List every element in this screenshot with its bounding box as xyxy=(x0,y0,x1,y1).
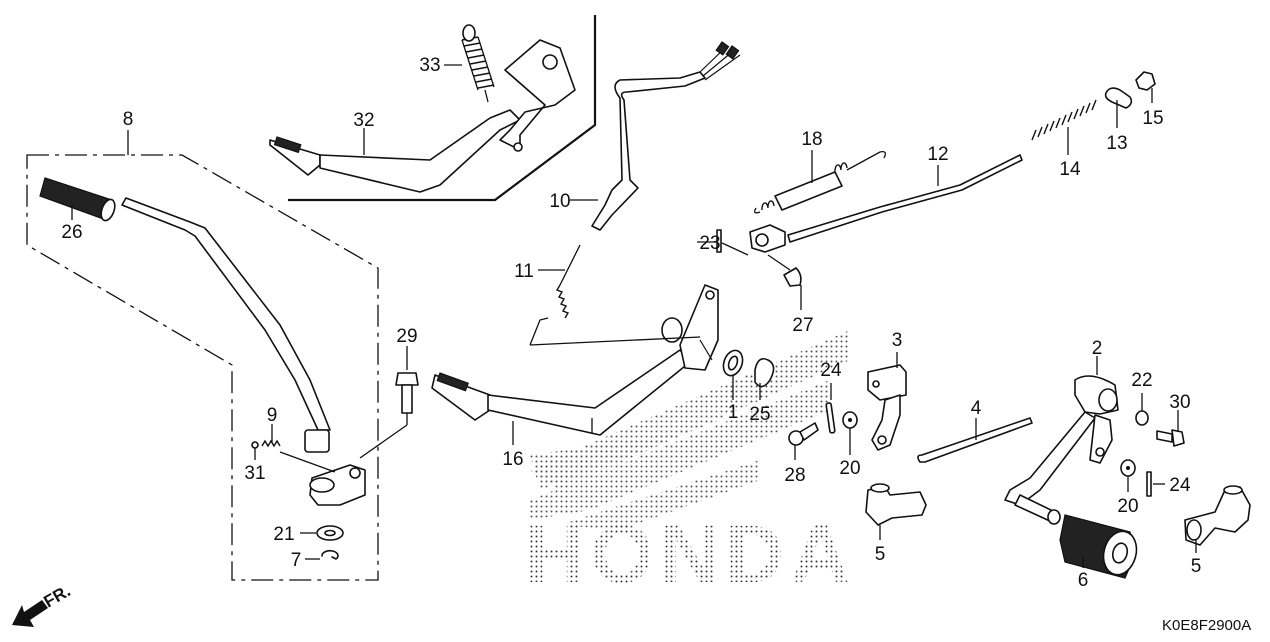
part-20-washer-b[interactable] xyxy=(1120,459,1136,492)
front-direction-arrow: FR. xyxy=(12,581,74,627)
part-31-ball[interactable] xyxy=(251,441,259,460)
callout-1[interactable]: 1 xyxy=(728,402,739,423)
part-25-circlip[interactable] xyxy=(754,357,775,400)
part-30-bolt[interactable] xyxy=(1156,410,1185,447)
part-20-washer-a[interactable] xyxy=(842,411,858,455)
callout-2[interactable]: 2 xyxy=(1092,338,1103,359)
part-29-bolt[interactable] xyxy=(359,346,419,459)
part-9-spring[interactable] xyxy=(261,424,336,473)
part-4-change-rod[interactable] xyxy=(917,417,1033,463)
part-24-cotter-pin-b[interactable] xyxy=(1146,471,1165,497)
callout-5a[interactable]: 5 xyxy=(875,544,886,565)
callout-13[interactable]: 13 xyxy=(1106,133,1127,154)
callout-28[interactable]: 28 xyxy=(784,465,805,486)
part-22-washer[interactable] xyxy=(1135,393,1149,426)
group-box-32 xyxy=(288,15,597,202)
callout-18[interactable]: 18 xyxy=(801,129,822,150)
part-26-kick-rubber[interactable] xyxy=(39,177,117,222)
callout-16[interactable]: 16 xyxy=(502,449,523,470)
diagram-code: K0E8F2900A xyxy=(1162,617,1251,634)
callout-6[interactable]: 6 xyxy=(1078,570,1089,591)
part-12-brake-rod[interactable] xyxy=(749,154,1023,253)
callout-20b[interactable]: 20 xyxy=(1117,496,1138,517)
callout-32[interactable]: 32 xyxy=(353,110,374,131)
callout-24b[interactable]: 24 xyxy=(1169,475,1191,496)
callout-12[interactable]: 12 xyxy=(927,144,948,165)
callouts: 8 26 32 33 10 11 29 9 31 21 7 16 18 12 2… xyxy=(61,55,1201,591)
part-27-joint-pin[interactable] xyxy=(767,254,802,310)
part-24-cotter-pin-a[interactable] xyxy=(825,383,836,434)
callout-11[interactable]: 11 xyxy=(514,261,534,282)
callout-3[interactable]: 3 xyxy=(892,330,903,351)
callout-22[interactable]: 22 xyxy=(1131,370,1152,391)
part-5-rod-end-a[interactable] xyxy=(865,483,927,540)
callout-30[interactable]: 30 xyxy=(1169,392,1190,413)
callout-10[interactable]: 10 xyxy=(549,191,570,212)
part-6-pedal-rubber[interactable] xyxy=(1059,514,1141,579)
callout-9[interactable]: 9 xyxy=(267,405,278,426)
callout-24a[interactable]: 24 xyxy=(820,360,842,381)
callout-27[interactable]: 27 xyxy=(792,315,813,336)
callout-25[interactable]: 25 xyxy=(749,404,770,425)
part-3-change-arm-joint[interactable] xyxy=(867,352,907,451)
callout-26[interactable]: 26 xyxy=(61,222,82,243)
callout-5b[interactable]: 5 xyxy=(1191,556,1202,577)
callout-8[interactable]: 8 xyxy=(123,109,134,130)
part-10-stop-switch[interactable] xyxy=(570,41,741,231)
part-13-joint[interactable] xyxy=(1104,87,1133,128)
group-box-8 xyxy=(26,130,379,581)
callout-15[interactable]: 15 xyxy=(1142,108,1163,129)
part-8-kick-arm-body[interactable] xyxy=(309,464,366,506)
callout-21[interactable]: 21 xyxy=(273,524,294,545)
part-21-washer[interactable] xyxy=(300,525,344,541)
callout-33[interactable]: 33 xyxy=(419,55,440,76)
part-2-change-pedal-arm[interactable] xyxy=(1004,356,1119,525)
part-16-brake-pedal[interactable] xyxy=(431,284,719,445)
honda-watermark-text: HONDA xyxy=(525,509,856,600)
part-15-nut[interactable] xyxy=(1135,71,1156,103)
callout-7[interactable]: 7 xyxy=(291,550,302,571)
part-32-brake-pedal[interactable] xyxy=(269,39,576,193)
part-33-spring[interactable] xyxy=(444,24,495,103)
callout-23[interactable]: 23 xyxy=(699,233,720,254)
part-14-spring[interactable] xyxy=(1031,99,1097,155)
arrow-icon xyxy=(12,600,48,627)
part-1-seal[interactable] xyxy=(720,348,746,400)
part-18-return-spring[interactable] xyxy=(754,150,886,214)
callout-4[interactable]: 4 xyxy=(971,398,982,419)
callout-14[interactable]: 14 xyxy=(1059,159,1081,180)
callout-20a[interactable]: 20 xyxy=(839,458,860,479)
callout-31[interactable]: 31 xyxy=(244,463,265,484)
part-23-cotter-pin[interactable] xyxy=(697,229,749,256)
kick-arm-shaft[interactable] xyxy=(121,197,331,453)
callout-29[interactable]: 29 xyxy=(396,326,417,347)
part-5-rod-end-b[interactable] xyxy=(1184,485,1251,553)
part-11-switch-spring[interactable] xyxy=(529,244,581,346)
part-7-clip[interactable] xyxy=(305,549,339,560)
part-28-bolt[interactable] xyxy=(788,422,819,460)
